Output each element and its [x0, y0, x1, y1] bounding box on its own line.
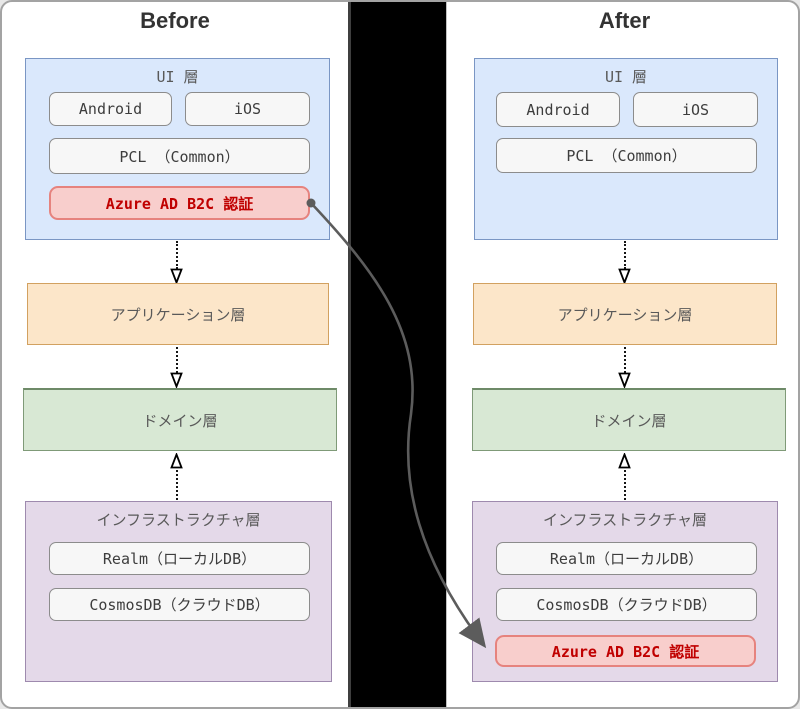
after-domain-layer: ドメイン層 [472, 388, 786, 451]
before-cosmosdb-node: CosmosDB（クラウドDB） [49, 588, 310, 621]
before-application-layer-label: アプリケーション層 [110, 305, 246, 324]
after-ui-to-app-connector [624, 241, 626, 269]
after-app-to-domain-connector [624, 347, 626, 373]
arrowhead-down-icon [170, 268, 183, 284]
before-title: Before [140, 8, 210, 33]
before-android-node: Android [49, 92, 172, 126]
before-domain-layer: ドメイン層 [23, 388, 337, 451]
before-infra-to-domain-connector [176, 470, 178, 500]
after-domain-layer-label: ドメイン層 [591, 411, 667, 430]
after-ui-layer: UI 層 Android iOS PCL （Common） [474, 58, 778, 240]
after-pcl-node: PCL （Common） [496, 138, 757, 173]
after-application-layer: アプリケーション層 [473, 283, 777, 345]
after-infrastructure-layer: インフラストラクチャ層 Realm（ローカルDB） CosmosDB（クラウドD… [472, 501, 778, 682]
before-domain-layer-label: ドメイン層 [142, 411, 218, 430]
arrowhead-up-icon [170, 453, 183, 469]
before-azure-auth-node: Azure AD B2C 認証 [49, 186, 310, 220]
before-pcl-node: PCL （Common） [49, 138, 310, 174]
arrowhead-down-icon [170, 372, 183, 388]
after-ios-node: iOS [633, 92, 758, 127]
before-ui-layer: UI 層 Android iOS PCL （Common） Azure AD B… [25, 58, 330, 240]
after-realm-node: Realm（ローカルDB） [496, 542, 757, 575]
before-infrastructure-layer-label: インフラストラクチャ層 [96, 511, 261, 529]
before-ios-node: iOS [185, 92, 310, 126]
after-title: After [598, 8, 651, 33]
before-infrastructure-layer: インフラストラクチャ層 Realm（ローカルDB） CosmosDB（クラウドD… [25, 501, 332, 682]
after-azure-auth-node: Azure AD B2C 認証 [495, 635, 756, 667]
after-cosmosdb-node: CosmosDB（クラウドDB） [496, 588, 757, 621]
arrowhead-down-icon [618, 372, 631, 388]
after-infrastructure-layer-label: インフラストラクチャ層 [542, 511, 708, 529]
after-android-node: Android [496, 92, 620, 127]
panel-divider [348, 2, 447, 707]
after-ui-layer-label: UI 層 [604, 68, 648, 86]
arrowhead-down-icon [618, 268, 631, 284]
before-realm-node: Realm（ローカルDB） [49, 542, 310, 575]
before-app-to-domain-connector [176, 347, 178, 373]
before-application-layer: アプリケーション層 [27, 283, 329, 345]
before-ui-layer-label: UI 層 [156, 68, 199, 86]
after-infra-to-domain-connector [624, 470, 626, 500]
arrowhead-up-icon [618, 453, 631, 469]
after-application-layer-label: アプリケーション層 [557, 305, 693, 324]
before-ui-to-app-connector [176, 241, 178, 269]
